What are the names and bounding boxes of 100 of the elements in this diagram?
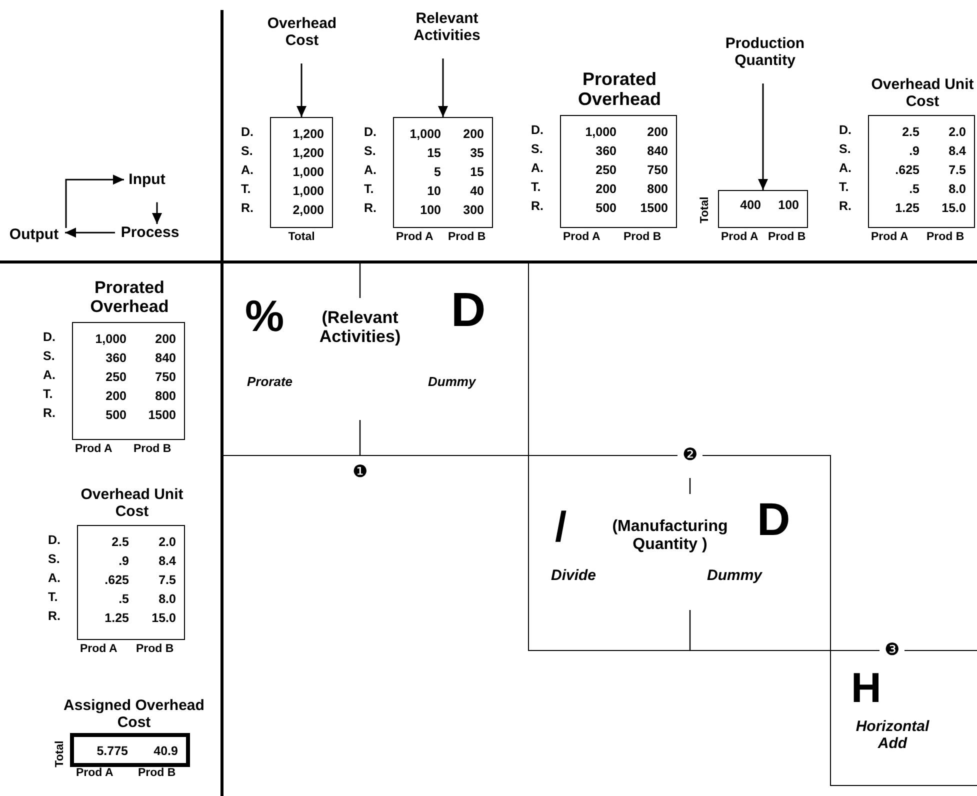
table-cell-text: 200 (646, 124, 668, 141)
table-cell-text: 8.0 (158, 591, 176, 608)
flow-label: Process (118, 224, 182, 242)
table-cell-text: 40 (469, 183, 484, 200)
operation-name: Divide (551, 568, 596, 584)
operation-symbol: % (245, 293, 284, 342)
table-heading: Prorated Overhead (576, 68, 662, 110)
table-cell-text: 8.4 (948, 143, 966, 160)
row-label: Total (54, 740, 66, 768)
table-cell-text: 1,000 (94, 331, 126, 348)
table-cell-text: 200 (594, 181, 616, 198)
table-heading: Overhead Unit Cost (80, 486, 184, 520)
row-label: R. (364, 200, 376, 217)
table-cell-text: 15.0 (940, 200, 966, 217)
row-label: S. (839, 141, 851, 158)
operation-symbol: D (757, 494, 790, 545)
column-label: Prod A (76, 767, 114, 779)
table-cell-text: 200 (154, 331, 176, 348)
table-cell-text: 10 (426, 183, 441, 200)
table-heading: Assigned Overhead Cost (62, 696, 206, 731)
table-cell-text: .5 (118, 591, 129, 608)
table-cell-text: .5 (908, 181, 920, 198)
table-cell-text: 1500 (639, 200, 668, 217)
column-label: Prod A (80, 643, 118, 655)
table-cell-text: 1,000 (408, 126, 441, 143)
column-label: Prod A (871, 231, 908, 243)
table-cell-text: 500 (104, 407, 126, 424)
input-heading: Relevant Activities (397, 10, 497, 44)
column-label: Prod A (75, 443, 112, 455)
row-label: D. (531, 122, 544, 139)
arrow (65, 228, 115, 238)
column-label: Prod B (136, 643, 174, 655)
row-label: S. (48, 551, 60, 568)
row-label: A. (48, 570, 60, 587)
table-heading: Prorated Overhead (89, 278, 170, 317)
row-label: A. (839, 160, 852, 177)
table-cell-text: 1,200 (292, 126, 324, 143)
row-label: S. (364, 143, 376, 160)
table-cell-text: 5.775 (96, 743, 128, 760)
table-cell-text: 800 (646, 181, 668, 198)
table-cell-text: 1500 (147, 407, 176, 424)
row-label: A. (241, 162, 254, 179)
column-label: Total (287, 231, 316, 243)
row-label: T. (48, 589, 58, 606)
table-cell-text: 40.9 (152, 743, 178, 760)
row-label: T. (241, 181, 251, 198)
operation-name: Dummy (707, 568, 762, 584)
arrow (152, 202, 162, 224)
row-label: R. (531, 198, 544, 215)
row-label: R. (43, 405, 56, 422)
table-cell-text: 8.0 (948, 181, 966, 198)
table-cell-text: 1,000 (292, 183, 324, 200)
table-cell-text: 1.25 (894, 200, 920, 217)
table-cell-text: 250 (594, 162, 616, 179)
row-label: T. (531, 179, 541, 196)
operation-panel (222, 262, 529, 456)
row-label: D. (48, 532, 60, 549)
table-cell-text: 1,000 (584, 124, 616, 141)
row-label: T. (364, 181, 374, 198)
table-cell-text: 7.5 (948, 162, 966, 179)
arrow (438, 58, 448, 117)
table-cell-text: 1,000 (292, 164, 324, 181)
column-label: Prod B (448, 231, 486, 243)
operand-label: (Relevant Activities) (318, 309, 402, 346)
table-cell-text: 840 (154, 350, 176, 367)
column-label: Prod B (624, 231, 662, 243)
table-cell-text: 200 (104, 388, 126, 405)
arrow (758, 84, 768, 190)
table-cell-text: 300 (462, 202, 484, 219)
row-label: T. (43, 386, 53, 403)
row-label: R. (241, 200, 254, 217)
table-cell-text: 750 (154, 369, 176, 386)
column-label: Prod B (768, 231, 806, 243)
input-heading: Overhead Cost (258, 15, 346, 50)
table-cell-text: 35 (469, 145, 484, 162)
table-cell-text: 250 (104, 369, 126, 386)
row-label: A. (43, 367, 56, 384)
column-label: Prod B (138, 767, 176, 779)
column-label: Prod B (926, 231, 964, 243)
row-label: S. (531, 141, 543, 158)
table-cell-text: 100 (419, 202, 441, 219)
row-label: D. (839, 122, 852, 139)
table-cell-text: 500 (594, 200, 616, 217)
table-cell-text: 750 (646, 162, 668, 179)
flow-label: Input (127, 171, 167, 188)
row-label: D. (241, 124, 254, 141)
arrow (296, 64, 306, 117)
operation-name: Horizontal Add (854, 719, 930, 752)
row-label: Total (699, 196, 711, 224)
table-cell-text: 2,000 (292, 202, 324, 219)
table-cell-text: 15 (426, 145, 441, 162)
table-heading: Overhead Unit Cost (870, 76, 975, 110)
table-cell-text: 360 (104, 350, 126, 367)
column-label: Prod A (396, 231, 434, 243)
flow-label: Output (6, 226, 62, 244)
table-cell-text: .9 (908, 143, 920, 160)
table-cell-text: 100 (777, 197, 799, 214)
row-label: S. (241, 143, 253, 160)
arrow (65, 174, 124, 228)
table-cell-text: 1.25 (104, 610, 129, 627)
